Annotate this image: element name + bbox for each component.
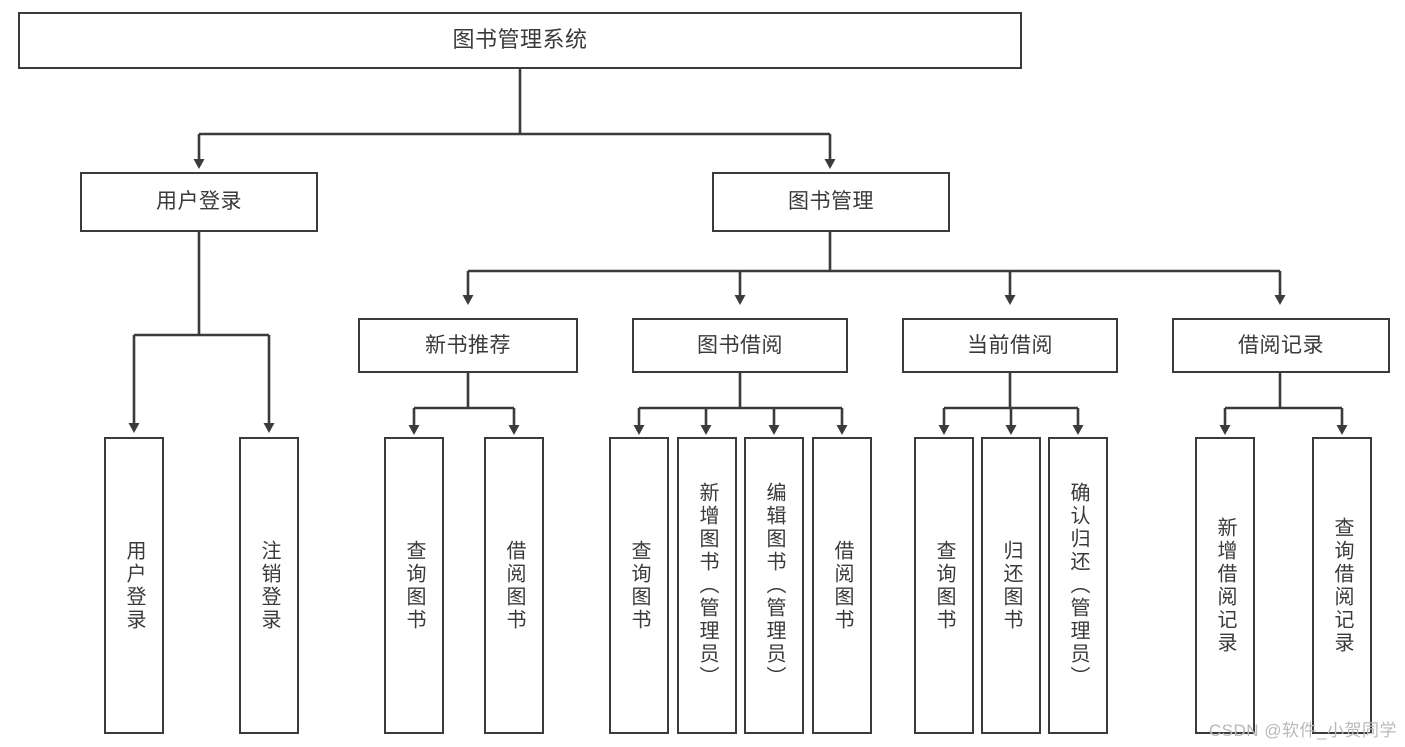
csdn-watermark: CSDN @软件_小贺同学 [1208,721,1397,740]
node-new-book-recommend[interactable]: 新书推荐 [358,318,578,373]
leaf-add-book-admin[interactable]: 新增图书（管理员） [677,437,737,734]
leaf-label: 用户登录 [123,539,145,632]
leaf-borrow-book-newbook[interactable]: 借阅图书 [484,437,544,734]
leaf-confirm-return-admin[interactable]: 确认归还（管理员） [1048,437,1108,734]
leaf-user-login[interactable]: 用户登录 [104,437,164,734]
leaf-edit-book-admin[interactable]: 编辑图书（管理员） [744,437,804,734]
leaf-label: 新增图书（管理员） [696,482,718,689]
leaf-query-book-current[interactable]: 查询图书 [914,437,974,734]
leaf-return-book[interactable]: 归还图书 [981,437,1041,734]
node-book-management[interactable]: 图书管理 [712,172,950,232]
leaf-borrow-book[interactable]: 借阅图书 [812,437,872,734]
leaf-label: 查询图书 [933,539,955,632]
node-root-system[interactable]: 图书管理系统 [18,12,1022,69]
leaf-add-borrow-record[interactable]: 新增借阅记录 [1195,437,1255,734]
leaf-label: 查询图书 [403,539,425,632]
leaf-label: 查询借阅记录 [1331,516,1353,655]
leaf-label: 新增借阅记录 [1214,516,1236,655]
leaf-label: 借阅图书 [503,539,525,632]
leaf-label: 借阅图书 [831,539,853,632]
leaf-label: 注销登录 [258,539,280,632]
leaf-label: 确认归还（管理员） [1067,482,1089,689]
node-current-borrow[interactable]: 当前借阅 [902,318,1118,373]
leaf-label: 归还图书 [1000,539,1022,632]
node-book-borrow[interactable]: 图书借阅 [632,318,848,373]
leaf-label: 编辑图书（管理员） [763,482,785,689]
leaf-query-book-borrow[interactable]: 查询图书 [609,437,669,734]
leaf-query-book-newbook[interactable]: 查询图书 [384,437,444,734]
leaf-query-borrow-record[interactable]: 查询借阅记录 [1312,437,1372,734]
node-user-login[interactable]: 用户登录 [80,172,318,232]
leaf-label: 查询图书 [628,539,650,632]
leaf-logout[interactable]: 注销登录 [239,437,299,734]
node-borrow-record[interactable]: 借阅记录 [1172,318,1390,373]
